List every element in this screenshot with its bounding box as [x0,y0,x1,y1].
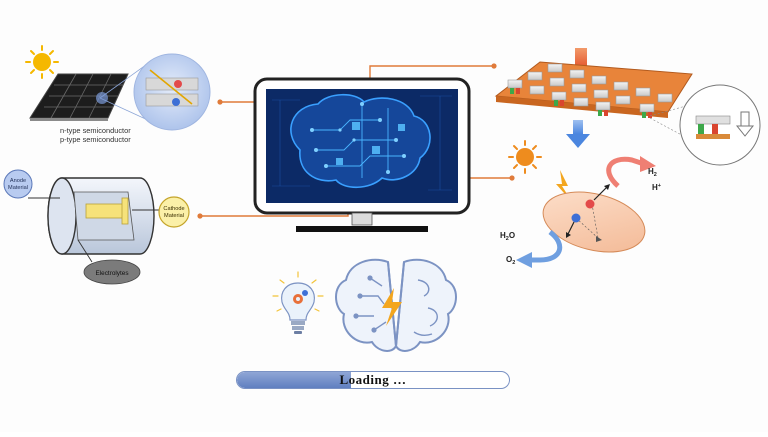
loading-bar-fill [237,372,352,388]
loading-label: Loading … [339,372,407,387]
p-type-label: p-type semiconductor [60,135,131,144]
battery-pointers [28,197,162,263]
ai-brain-circuit [272,93,452,191]
o2-curved-arrow [530,230,563,263]
loading-bar: Loading … [236,371,510,389]
hole-icon-disk [571,213,581,223]
cathode-label-line1: Cathode [163,206,184,212]
heat-flow-icon [735,111,755,137]
sun-icon [25,45,59,79]
module-zoom [649,84,761,166]
cathode-badge: Cathode Material [158,196,190,228]
electron-icon [174,80,182,88]
semiconductor-magnifier [133,53,211,131]
thermoelectric-array [494,61,693,118]
lightning-icon [556,170,572,202]
lightbulb-icon [272,271,324,334]
cathode-label-line2: Material [164,213,184,219]
h2-label: H2 [648,167,657,178]
anode-label-line2: Material [8,185,28,191]
hole-icon [172,98,180,106]
h2-curved-arrow [606,156,645,188]
n-type-label: n-type semiconductor [60,126,131,135]
h2o-label: H2O [500,231,515,242]
electrolyte-badge: Electrolytes [83,259,141,285]
solar-panel [29,73,129,121]
hplus-label: H+ [652,183,661,192]
brain-lightning-icon [382,288,402,326]
catalyst-disk [542,184,646,253]
o2-label: O2 [506,255,515,266]
cool-arrow-icon [566,120,590,148]
magnifier-focus [96,92,108,104]
sun-icon-photocatalysis [508,140,542,174]
electron-icon-disk [585,199,595,209]
anode-label-line1: Anode [10,178,26,184]
gear-icon [293,290,308,304]
brain-icon [335,258,457,352]
electrolyte-label: Electrolytes [95,270,128,277]
anode-badge: Anode Material [3,169,33,199]
battery-cylinder [47,177,155,255]
